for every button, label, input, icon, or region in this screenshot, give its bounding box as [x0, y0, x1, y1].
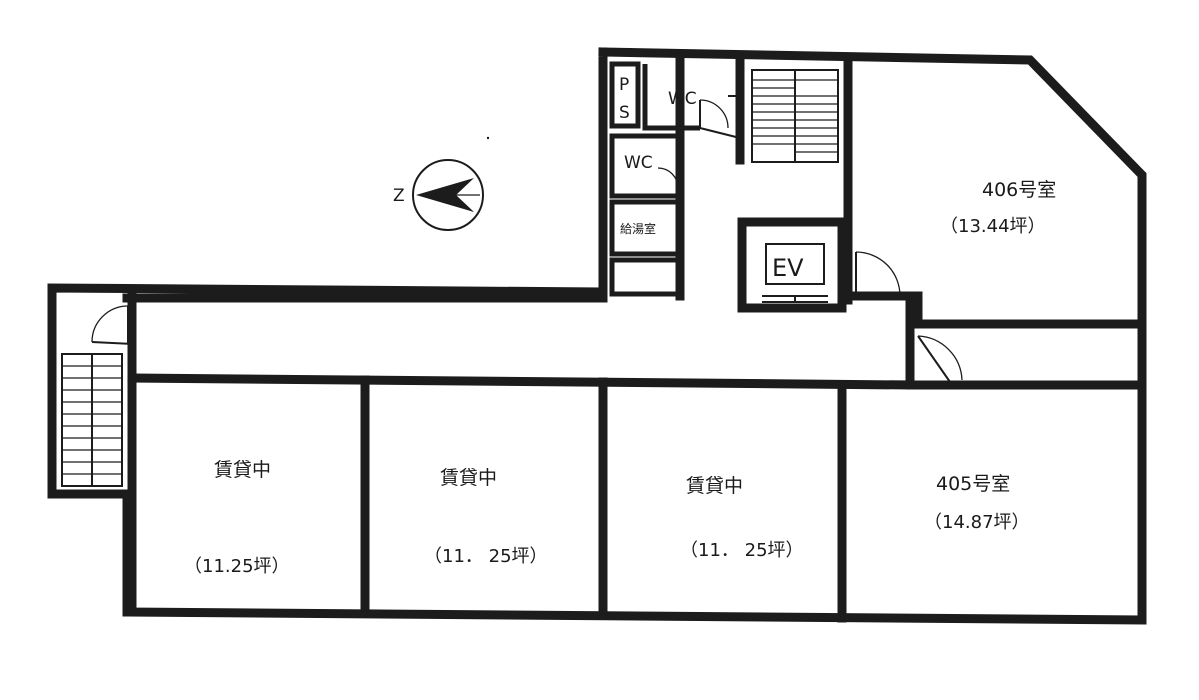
- unit-406-area: （13.44坪）: [940, 216, 1046, 237]
- ev-label: EV: [772, 254, 804, 282]
- wc2-label: WC: [624, 153, 653, 173]
- unit-3-name: 賃貸中: [686, 475, 743, 497]
- unit-3-area: （11． 25坪）: [680, 540, 804, 561]
- ps-label-top: P: [619, 75, 629, 95]
- scan-speck: [486, 136, 490, 140]
- unit-1-name: 賃貸中: [214, 459, 271, 481]
- wc1-label: WC: [668, 89, 697, 109]
- unit-2-name: 賃貸中: [440, 467, 497, 489]
- service-core: [609, 57, 745, 301]
- main-stair: [751, 55, 853, 305]
- left-stair: [61, 305, 133, 487]
- rental-unit-walls: [360, 375, 608, 619]
- compass: Z: [393, 159, 484, 231]
- kitchen-label: 給湯室: [620, 221, 656, 236]
- unit-405-name: 405号室: [936, 473, 1010, 495]
- corridor-walls: [122, 287, 923, 617]
- compass-label: Z: [393, 186, 405, 206]
- ps-label-bottom: S: [619, 103, 630, 123]
- unit-2-area: （11． 25坪）: [424, 546, 548, 567]
- unit-406-walls: [843, 251, 1147, 329]
- outer-walls: [47, 47, 1147, 625]
- elevator: [737, 217, 847, 313]
- unit-406-name: 406号室: [982, 179, 1056, 201]
- unit-405-area: （14.87坪）: [924, 512, 1030, 533]
- unit-1-area: （11.25坪）: [184, 556, 290, 577]
- unit-405-walls: [837, 335, 1147, 623]
